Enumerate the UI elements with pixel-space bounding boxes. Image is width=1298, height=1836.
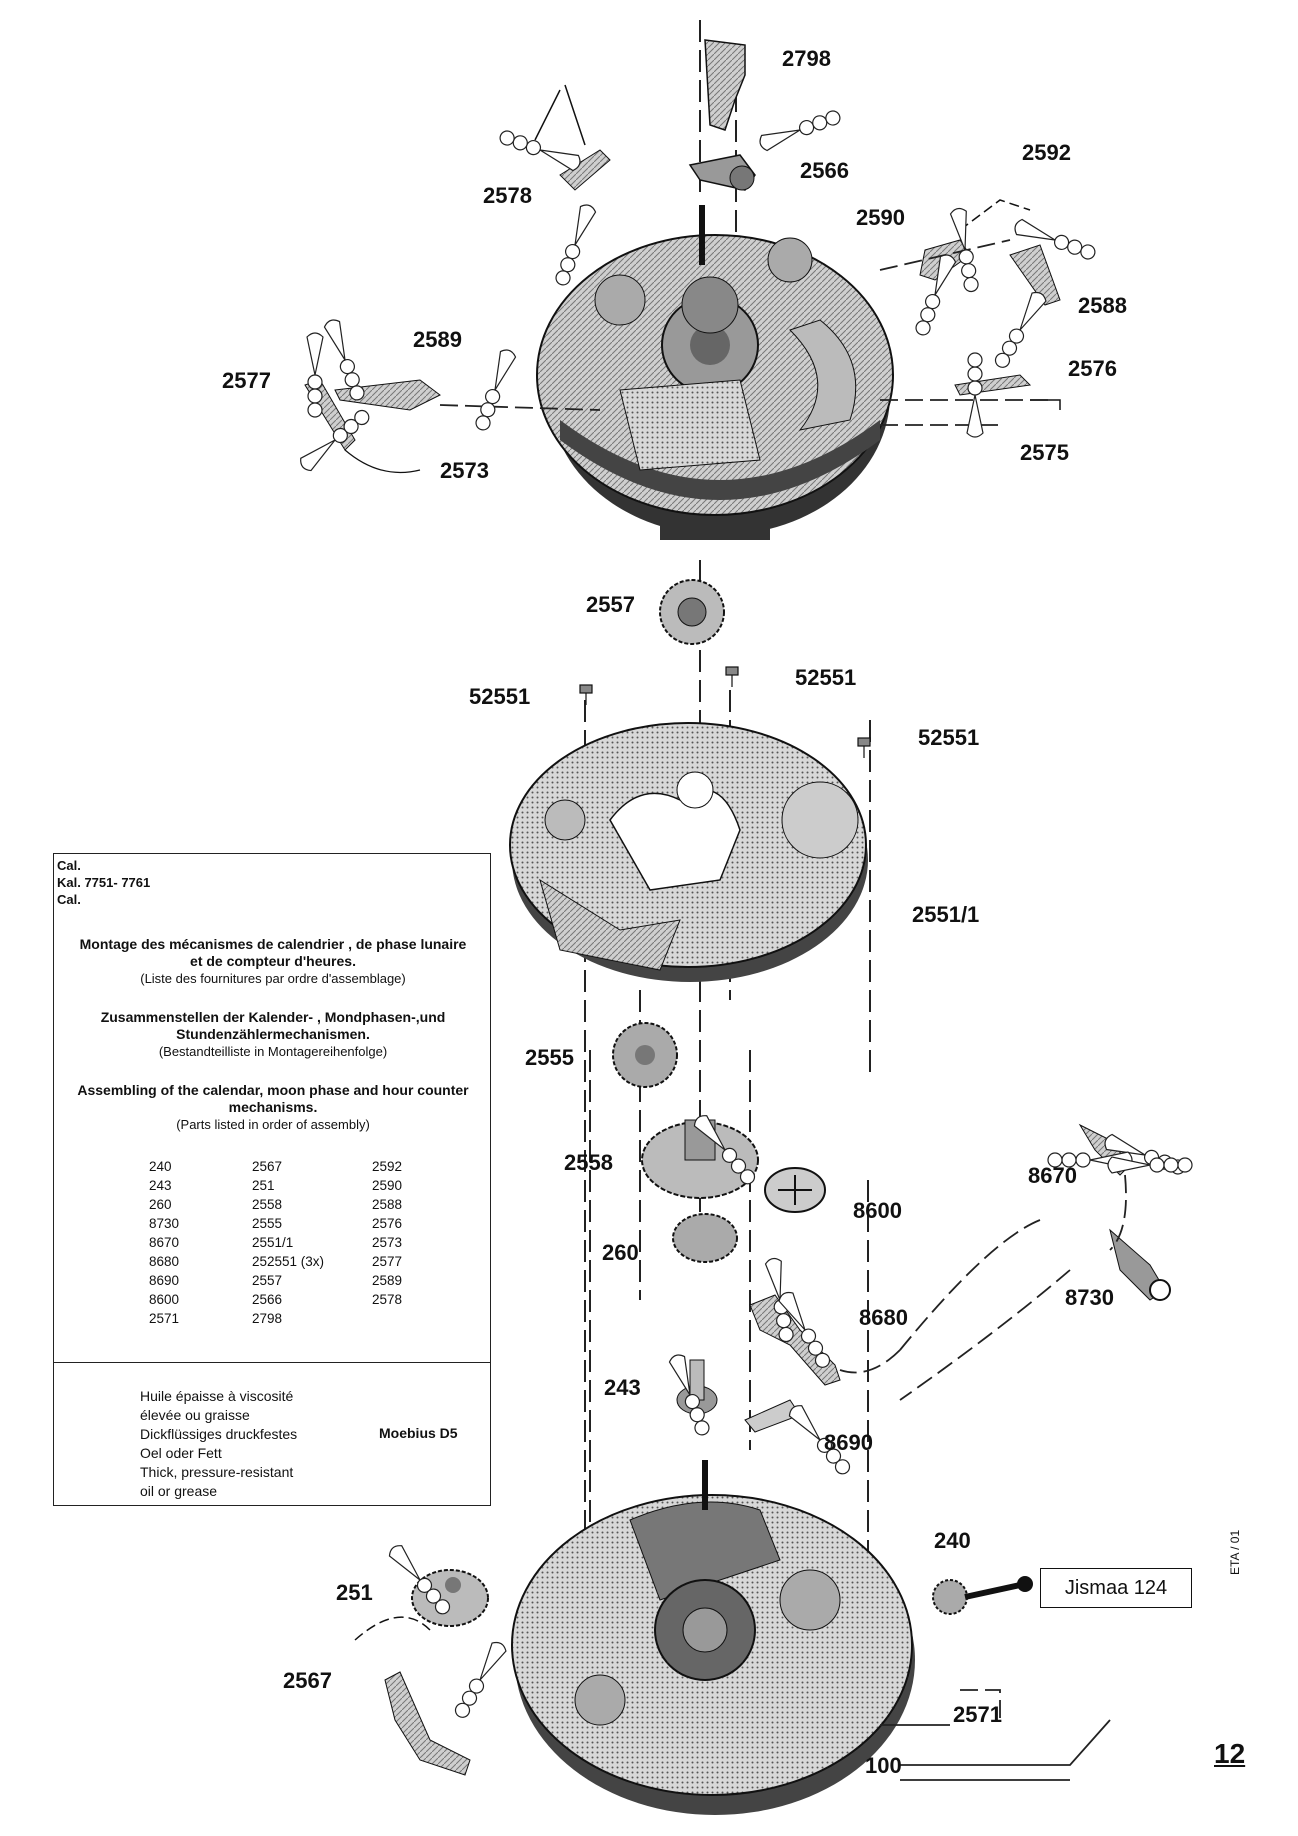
label-2577: 2577 [222,368,271,393]
legend-de-title-1: Zusammenstellen der Kalender- , Mondphas… [100,1009,446,1025]
oil-line: Oel oder Fett [140,1445,222,1461]
label-8680: 8680 [859,1305,908,1330]
part-item: 2577 [372,1254,403,1269]
part-item: 2551/1 [252,1235,294,1250]
part-item: 2557 [252,1273,283,1288]
part-item: 252551 (3x) [252,1254,325,1269]
part-item: 8680 [149,1254,180,1269]
label-2566: 2566 [800,158,849,183]
label-52551-right: 52551 [918,725,980,750]
label-260: 260 [602,1240,639,1265]
part-item: 240 [149,1159,172,1174]
legend-fr-title-2: et de compteur d'heures. [190,953,356,969]
part-item: 2555 [252,1216,283,1231]
part-item: 2571 [149,1311,180,1326]
label-2575: 2575 [1020,440,1069,465]
page-number: 12 [1214,1738,1246,1769]
legend-de-sub: (Bestandteilliste in Montagereihenfolge) [158,1044,388,1059]
label-52551-center: 52551 [795,665,857,690]
oil-line: oil or grease [140,1483,218,1499]
legend-cal-2: Cal. [57,892,81,907]
label-8600: 8600 [853,1198,902,1223]
label-2555: 2555 [525,1045,574,1070]
part-item: 2566 [252,1292,283,1307]
label-100: 100 [865,1753,902,1778]
part-item: 251 [252,1178,275,1193]
label-2576: 2576 [1068,356,1117,381]
legend-fr-title-1: Montage des mécanismes de calendrier , d… [79,936,467,952]
oil-line: Dickflüssiges druckfestes [140,1426,298,1442]
legend-en-title-2: mechanisms. [228,1099,318,1115]
part-item: 2592 [372,1159,403,1174]
legend-kal: Kal. 7751- 7761 [57,875,151,890]
bridge-plate-2551-1 [509,722,868,982]
label-8670: 8670 [1028,1163,1077,1188]
part-item: 2589 [372,1273,403,1288]
label-2551-1: 2551/1 [912,902,980,927]
label-2571: 2571 [953,1702,1002,1727]
label-2567: 2567 [283,1668,332,1693]
side-mark: ETA / 01 [1228,1529,1242,1575]
part-item: 8600 [149,1292,180,1307]
legend-en-title-1: Assembling of the calendar, moon phase a… [77,1082,469,1098]
oil-line: Huile épaisse à viscosité [140,1388,294,1404]
label-2558: 2558 [564,1150,613,1175]
parts-column-1: 240 243 260 8730 8670 8680 8690 8600 257… [149,1157,179,1328]
part-item: 2588 [372,1197,403,1212]
legend-fr-sub: (Liste des fournitures par ordre d'assem… [140,971,406,986]
label-8730: 8730 [1065,1285,1114,1310]
label-52551-left: 52551 [469,684,531,709]
part-item: 243 [149,1178,172,1193]
label-8690: 8690 [824,1430,873,1455]
legend-de-title-2: Stundenzählermechanismen. [176,1026,370,1042]
oil-brand: Moebius D5 [379,1425,458,1441]
parts-column-2: 2567 251 2558 2555 2551/1 252551 (3x) 25… [252,1157,324,1328]
legend-panel: Cal. Kal. 7751- 7761 Cal. Montage des mé… [53,853,491,1506]
label-2592: 2592 [1022,140,1071,165]
label-2588: 2588 [1078,293,1127,318]
gear-2557 [659,579,725,645]
part-item: 2567 [252,1159,283,1174]
main-movement [511,1460,915,1815]
part-item: 2578 [372,1292,403,1307]
label-2573: 2573 [440,458,489,483]
parts-column-3: 2592 2590 2588 2576 2573 2577 2589 2578 [372,1157,402,1309]
label-2578: 2578 [483,183,532,208]
label-2590: 2590 [856,205,905,230]
legend-en-sub: (Parts listed in order of assembly) [176,1117,370,1132]
part-item: 2576 [372,1216,403,1231]
part-item: 2798 [252,1311,283,1326]
oil-description: Huile épaisse à viscosité élevée ou grai… [140,1387,297,1501]
label-2798: 2798 [782,46,831,71]
top-movement-plate [536,205,894,540]
legend-divider [54,1362,490,1363]
part-item: 8690 [149,1273,180,1288]
jisma-reference-box: Jismaa 124 [1040,1568,1192,1608]
part-item: 8730 [149,1216,180,1231]
label-251: 251 [336,1580,373,1605]
label-240: 240 [934,1528,971,1553]
oil-line: élevée ou graisse [140,1407,250,1423]
part-item: 2573 [372,1235,403,1250]
label-2557: 2557 [586,592,635,617]
part-item: 260 [149,1197,172,1212]
oil-line: Thick, pressure-resistant [140,1464,294,1480]
legend-cal: Cal. [57,858,81,873]
part-item: 8670 [149,1235,180,1250]
label-243: 243 [604,1375,641,1400]
part-item: 2558 [252,1197,283,1212]
part-item: 2590 [372,1178,403,1193]
label-2589: 2589 [413,327,462,352]
